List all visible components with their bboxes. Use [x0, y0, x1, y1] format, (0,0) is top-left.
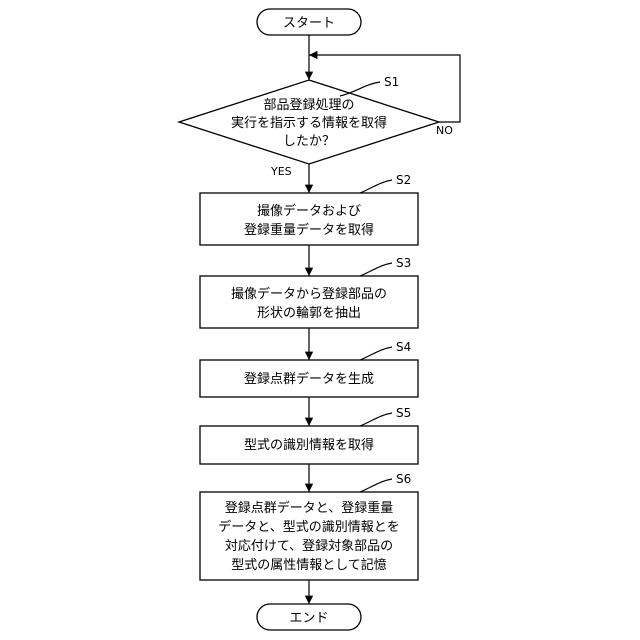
s6-line-1: 登録点群データと、登録重量 [225, 500, 393, 516]
step-tag-line-s3 [360, 263, 392, 276]
s3-line-1: 撮像データから登録部品の [231, 286, 387, 302]
s4-line-1: 登録点群データを生成 [244, 371, 374, 387]
step-tag-line-s4 [360, 347, 392, 360]
step-tag-s6: S6 [396, 472, 411, 486]
s6-line-3: 対応付けて、登録対象部品の [225, 539, 393, 554]
step-tag-s2: S2 [396, 173, 411, 187]
yes-label: YES [270, 165, 292, 178]
step-tag-line-s2 [360, 180, 392, 193]
s2-line-2: 登録重量データを取得 [244, 222, 374, 238]
step-tag-line-s5 [360, 413, 392, 426]
end-label: エンド [289, 611, 328, 626]
step-tag-s3: S3 [396, 256, 411, 270]
decision-line-1: 部品登録処理の [263, 98, 354, 113]
start-label: スタート [283, 16, 335, 31]
s3-line-2: 形状の輪郭を抽出 [257, 305, 361, 321]
s6-line-4: 型式の属性情報として記憶 [231, 557, 387, 573]
step-tag-s1: S1 [384, 75, 399, 89]
step-tag-line-s1 [340, 82, 380, 96]
step-tag-s4: S4 [396, 340, 411, 354]
decision-line-3: したか？ [283, 134, 335, 149]
s2-line-1: 撮像データおよび [257, 203, 361, 219]
s5-line-1: 型式の識別情報を取得 [244, 437, 374, 453]
s6-line-2: データと、型式の識別情報とを [218, 519, 399, 535]
step-tag-line-s6 [360, 479, 392, 492]
decision-line-2: 実行を指示する情報を取得 [231, 115, 387, 131]
no-label: NO [436, 124, 453, 137]
step-tag-s5: S5 [396, 406, 411, 420]
